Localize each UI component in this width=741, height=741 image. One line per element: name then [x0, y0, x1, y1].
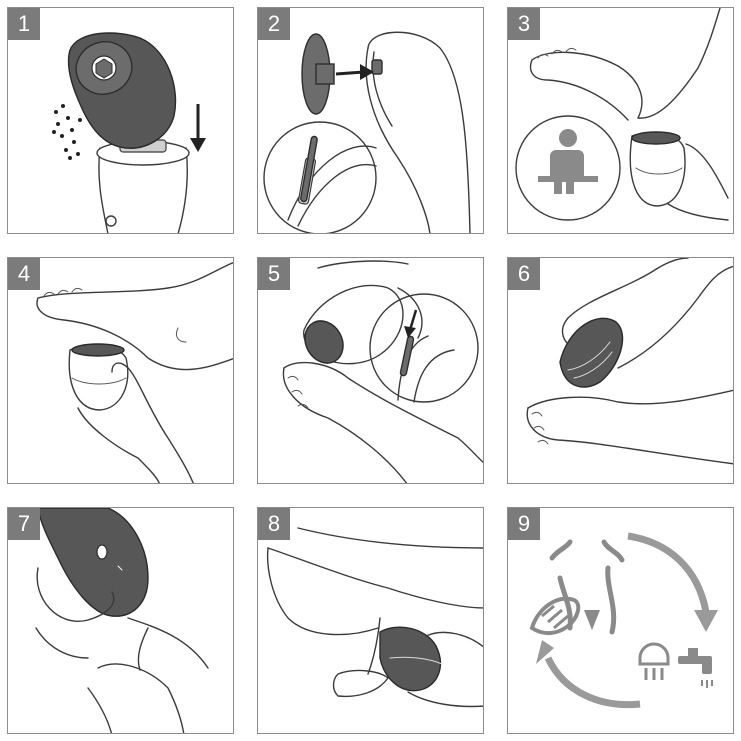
step-number: 9	[508, 508, 540, 540]
step-7-panel: 7	[7, 507, 234, 734]
step-number: 1	[8, 8, 40, 40]
step-6-panel: 6	[507, 257, 734, 484]
step-4-panel: 4	[7, 257, 234, 484]
step-3-panel: 3	[507, 7, 734, 234]
step-8-panel: 8	[257, 507, 484, 734]
rinse-roller-icon	[258, 508, 484, 734]
step-number: 5	[258, 258, 290, 290]
attach-head-icon	[8, 8, 234, 234]
heel-treatment-icon	[8, 258, 234, 484]
insert-roller-icon	[258, 8, 484, 234]
care-cycle-icon	[508, 508, 734, 734]
step-2-panel: 2	[257, 7, 484, 234]
step-number: 3	[508, 8, 540, 40]
step-5-panel: 5	[257, 257, 484, 484]
step-9-panel: 9	[507, 507, 734, 734]
step-number: 6	[508, 258, 540, 290]
step-1-panel: 1	[7, 7, 234, 234]
sole-treatment-icon	[508, 258, 734, 484]
step-number: 8	[258, 508, 290, 540]
step-number: 4	[8, 258, 40, 290]
seated-posture-icon	[508, 8, 734, 234]
step-number: 7	[8, 508, 40, 540]
step-number: 2	[258, 8, 290, 40]
roller-check-icon	[258, 258, 484, 484]
remove-head-icon	[8, 508, 234, 734]
